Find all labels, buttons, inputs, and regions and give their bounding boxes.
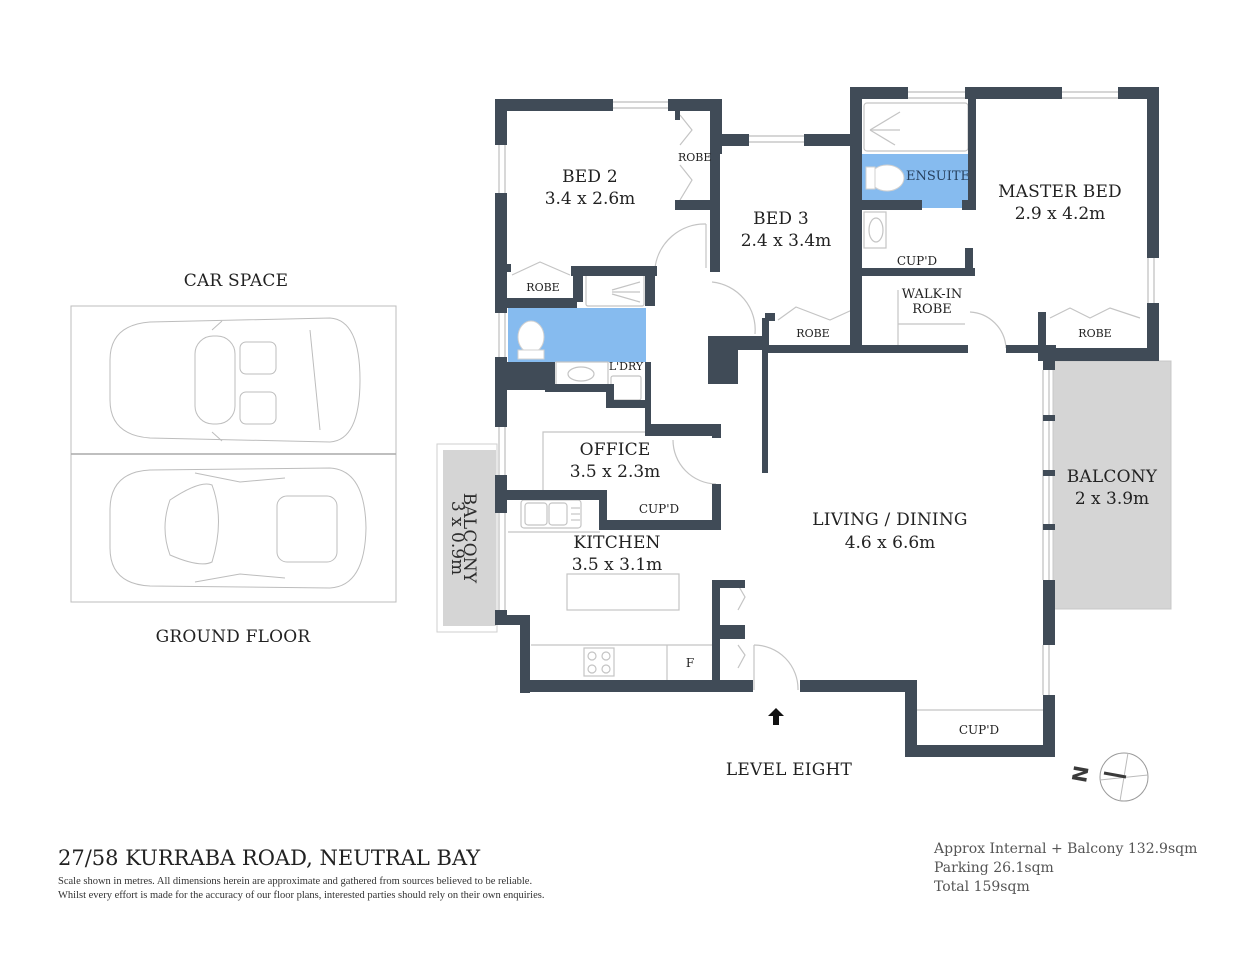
area-total: Total 159sqm (934, 879, 1030, 895)
north-compass-icon (1099, 752, 1149, 802)
room-balcony-west-dim-wrap: 3 x 0.9m (447, 501, 467, 575)
room-master-name: MASTER BED (998, 182, 1122, 202)
label-robe-bed3: ROBE (796, 327, 830, 340)
room-bed2-dim: 3.4 x 2.6m (544, 189, 636, 209)
level-label: LEVEL EIGHT (725, 760, 853, 780)
area-parking: Parking 26.1sqm (934, 860, 1054, 876)
room-balcony-east-dim: 2 x 3.9m (1074, 489, 1150, 509)
room-kitchen-dim: 3.5 x 3.1m (571, 555, 663, 575)
area-summary: Approx Internal + Balcony 132.9sqm Parki… (934, 840, 1197, 897)
walls (495, 87, 1159, 757)
room-bed2-name: BED 2 (562, 167, 618, 187)
label-cupd-living: CUP'D (958, 723, 1000, 737)
room-kitchen-name: KITCHEN (573, 533, 661, 553)
balcony-east-area (1052, 360, 1172, 610)
room-bed3-dim: 2.4 x 3.4m (740, 231, 832, 251)
disclaimer: Scale shown in metres. All dimensions he… (58, 875, 544, 903)
car-space-drawing (70, 305, 397, 603)
car-space-title: CAR SPACE (183, 271, 289, 291)
property-address: 27/58 KURRABA ROAD, NEUTRAL BAY (58, 846, 481, 870)
label-walkin-robe: ROBE (912, 302, 952, 317)
room-balcony-west-dim: 3 x 0.9m (447, 500, 467, 576)
disclaimer-line-2: Whilst every effort is made for the accu… (58, 890, 545, 901)
label-walkin: WALK-IN (901, 287, 963, 302)
room-bed3-name: BED 3 (753, 209, 809, 229)
room-office-name: OFFICE (579, 440, 651, 460)
room-living-dim: 4.6 x 6.6m (844, 533, 936, 553)
room-balcony-east-name: BALCONY (1066, 467, 1158, 487)
label-robe-master: ROBE (1078, 327, 1112, 340)
entry-arrow-icon (768, 708, 784, 725)
label-cupd-office: CUP'D (638, 502, 680, 516)
area-internal: Approx Internal + Balcony 132.9sqm (934, 841, 1198, 857)
balcony-west-area (443, 450, 496, 626)
label-laundry: L'DRY (608, 360, 644, 373)
label-cupd-ensuite: CUP'D (896, 254, 938, 268)
room-ensuite-name: ENSUITE (906, 169, 971, 184)
room-master-dim: 2.9 x 4.2m (1014, 204, 1106, 224)
label-robe-bed2-side: ROBE (678, 151, 712, 164)
room-living-name: LIVING / DINING (812, 510, 968, 530)
label-robe-bed2-bottom: ROBE (526, 281, 560, 294)
ground-floor-label: GROUND FLOOR (155, 627, 311, 647)
label-fridge: F (685, 656, 695, 670)
room-office-dim: 3.5 x 2.3m (569, 462, 661, 482)
disclaimer-line-1: Scale shown in metres. All dimensions he… (58, 876, 533, 887)
